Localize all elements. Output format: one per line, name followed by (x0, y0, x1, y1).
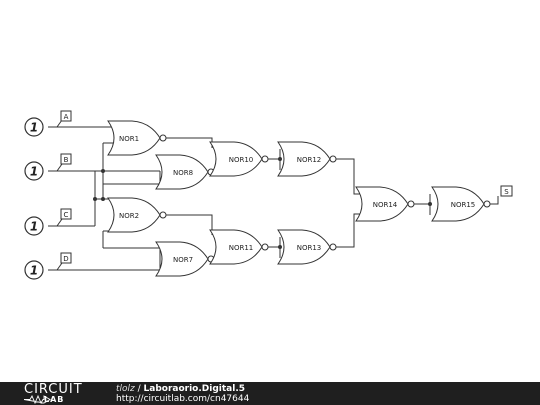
project-author[interactable]: tlolz (116, 384, 135, 394)
circuitlab-logo-bottom: LAB (44, 395, 65, 404)
net-label-s-text: S (504, 188, 509, 196)
project-line: tlolz / Laboraorio.Digital.5 (116, 384, 245, 395)
project-url[interactable]: http://circuitlab.com/cn47644 (116, 394, 250, 404)
gate-nor12[interactable]: NOR12 (277, 141, 337, 177)
gate-nor10[interactable]: NOR10 (209, 141, 269, 177)
resistor-icon (24, 395, 51, 404)
net-label-c-text: C (64, 211, 69, 219)
input-b[interactable]: 1 (24, 161, 44, 181)
gate-nor7-label: NOR7 (173, 256, 193, 264)
input-d-value: 1 (30, 264, 38, 278)
net-label-s[interactable]: S (500, 185, 513, 197)
net-label-a-text: A (64, 113, 69, 121)
gate-nor10-label: NOR10 (229, 156, 254, 164)
gate-nor13[interactable]: NOR13 (277, 229, 337, 265)
junctions (93, 157, 432, 249)
gate-nor1-label: NOR1 (119, 135, 139, 143)
net-label-c[interactable]: C (56, 208, 72, 227)
net-label-b-text: B (64, 156, 69, 164)
gate-nor12-label: NOR12 (297, 156, 322, 164)
circuit-canvas: 1 1 1 1 A B C D S NOR1 (24, 110, 513, 280)
gate-nor1[interactable]: NOR1 (107, 120, 167, 156)
input-b-value: 1 (30, 165, 38, 179)
gate-nor15-label: NOR15 (451, 201, 476, 209)
gate-nor2[interactable]: NOR2 (107, 197, 167, 233)
input-c[interactable]: 1 (24, 216, 44, 236)
project-title[interactable]: Laboraorio.Digital.5 (143, 384, 246, 394)
net-label-a[interactable]: A (56, 110, 72, 128)
gate-nor15[interactable]: NOR15 (431, 186, 491, 222)
input-a-value: 1 (30, 121, 38, 135)
gate-nor11[interactable]: NOR11 (209, 229, 269, 265)
input-d[interactable]: 1 (24, 260, 44, 280)
circuitlab-logo-top: CIRCUIT (24, 382, 83, 397)
gate-nor8-label: NOR8 (173, 169, 193, 177)
project-separator: / (134, 384, 144, 394)
gate-nor8[interactable]: NOR8 (155, 154, 215, 190)
net-label-b[interactable]: B (56, 153, 72, 172)
gate-nor7[interactable]: NOR7 (155, 241, 215, 277)
input-a[interactable]: 1 (24, 117, 44, 137)
gate-nor2-label: NOR2 (119, 212, 139, 220)
gate-nor14[interactable]: NOR14 (355, 186, 415, 222)
input-c-value: 1 (30, 220, 38, 234)
gate-nor14-label: NOR14 (373, 201, 398, 209)
net-label-d-text: D (63, 255, 68, 263)
net-label-d[interactable]: D (56, 252, 72, 271)
gate-nor11-label: NOR11 (229, 244, 254, 252)
gate-nor13-label: NOR13 (297, 244, 322, 252)
footer-bar: CIRCUIT LAB tlolz / Laboraorio.Digital.5… (0, 382, 540, 405)
